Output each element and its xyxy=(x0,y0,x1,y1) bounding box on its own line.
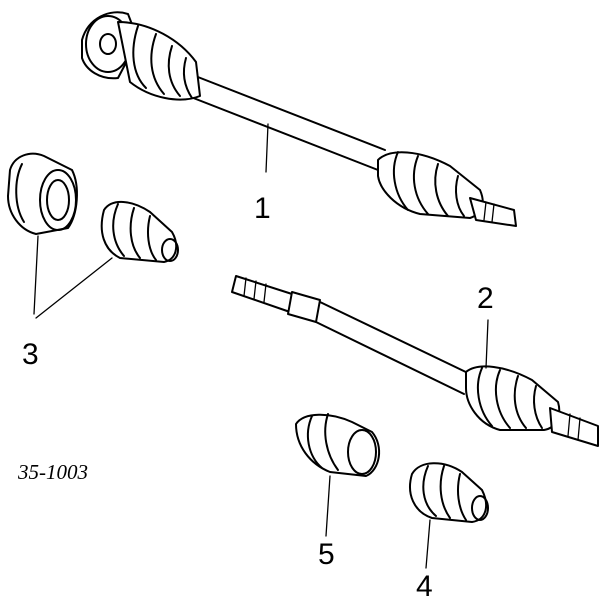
inner-joint-kit-3 xyxy=(7,152,179,319)
boot-5 xyxy=(295,413,381,537)
drive-shaft-2 xyxy=(231,275,599,447)
drive-shaft-assembly-1 xyxy=(81,11,517,227)
callout-4: 4 xyxy=(416,570,433,600)
callout-2: 2 xyxy=(477,282,494,315)
leader-line-1 xyxy=(265,123,269,173)
callout-3: 3 xyxy=(22,338,39,371)
boot-4 xyxy=(409,462,489,569)
callout-5: 5 xyxy=(318,538,335,571)
callout-1: 1 xyxy=(254,192,271,225)
leader-line-2 xyxy=(485,319,489,369)
reference-code: 35-1003 xyxy=(18,460,88,484)
